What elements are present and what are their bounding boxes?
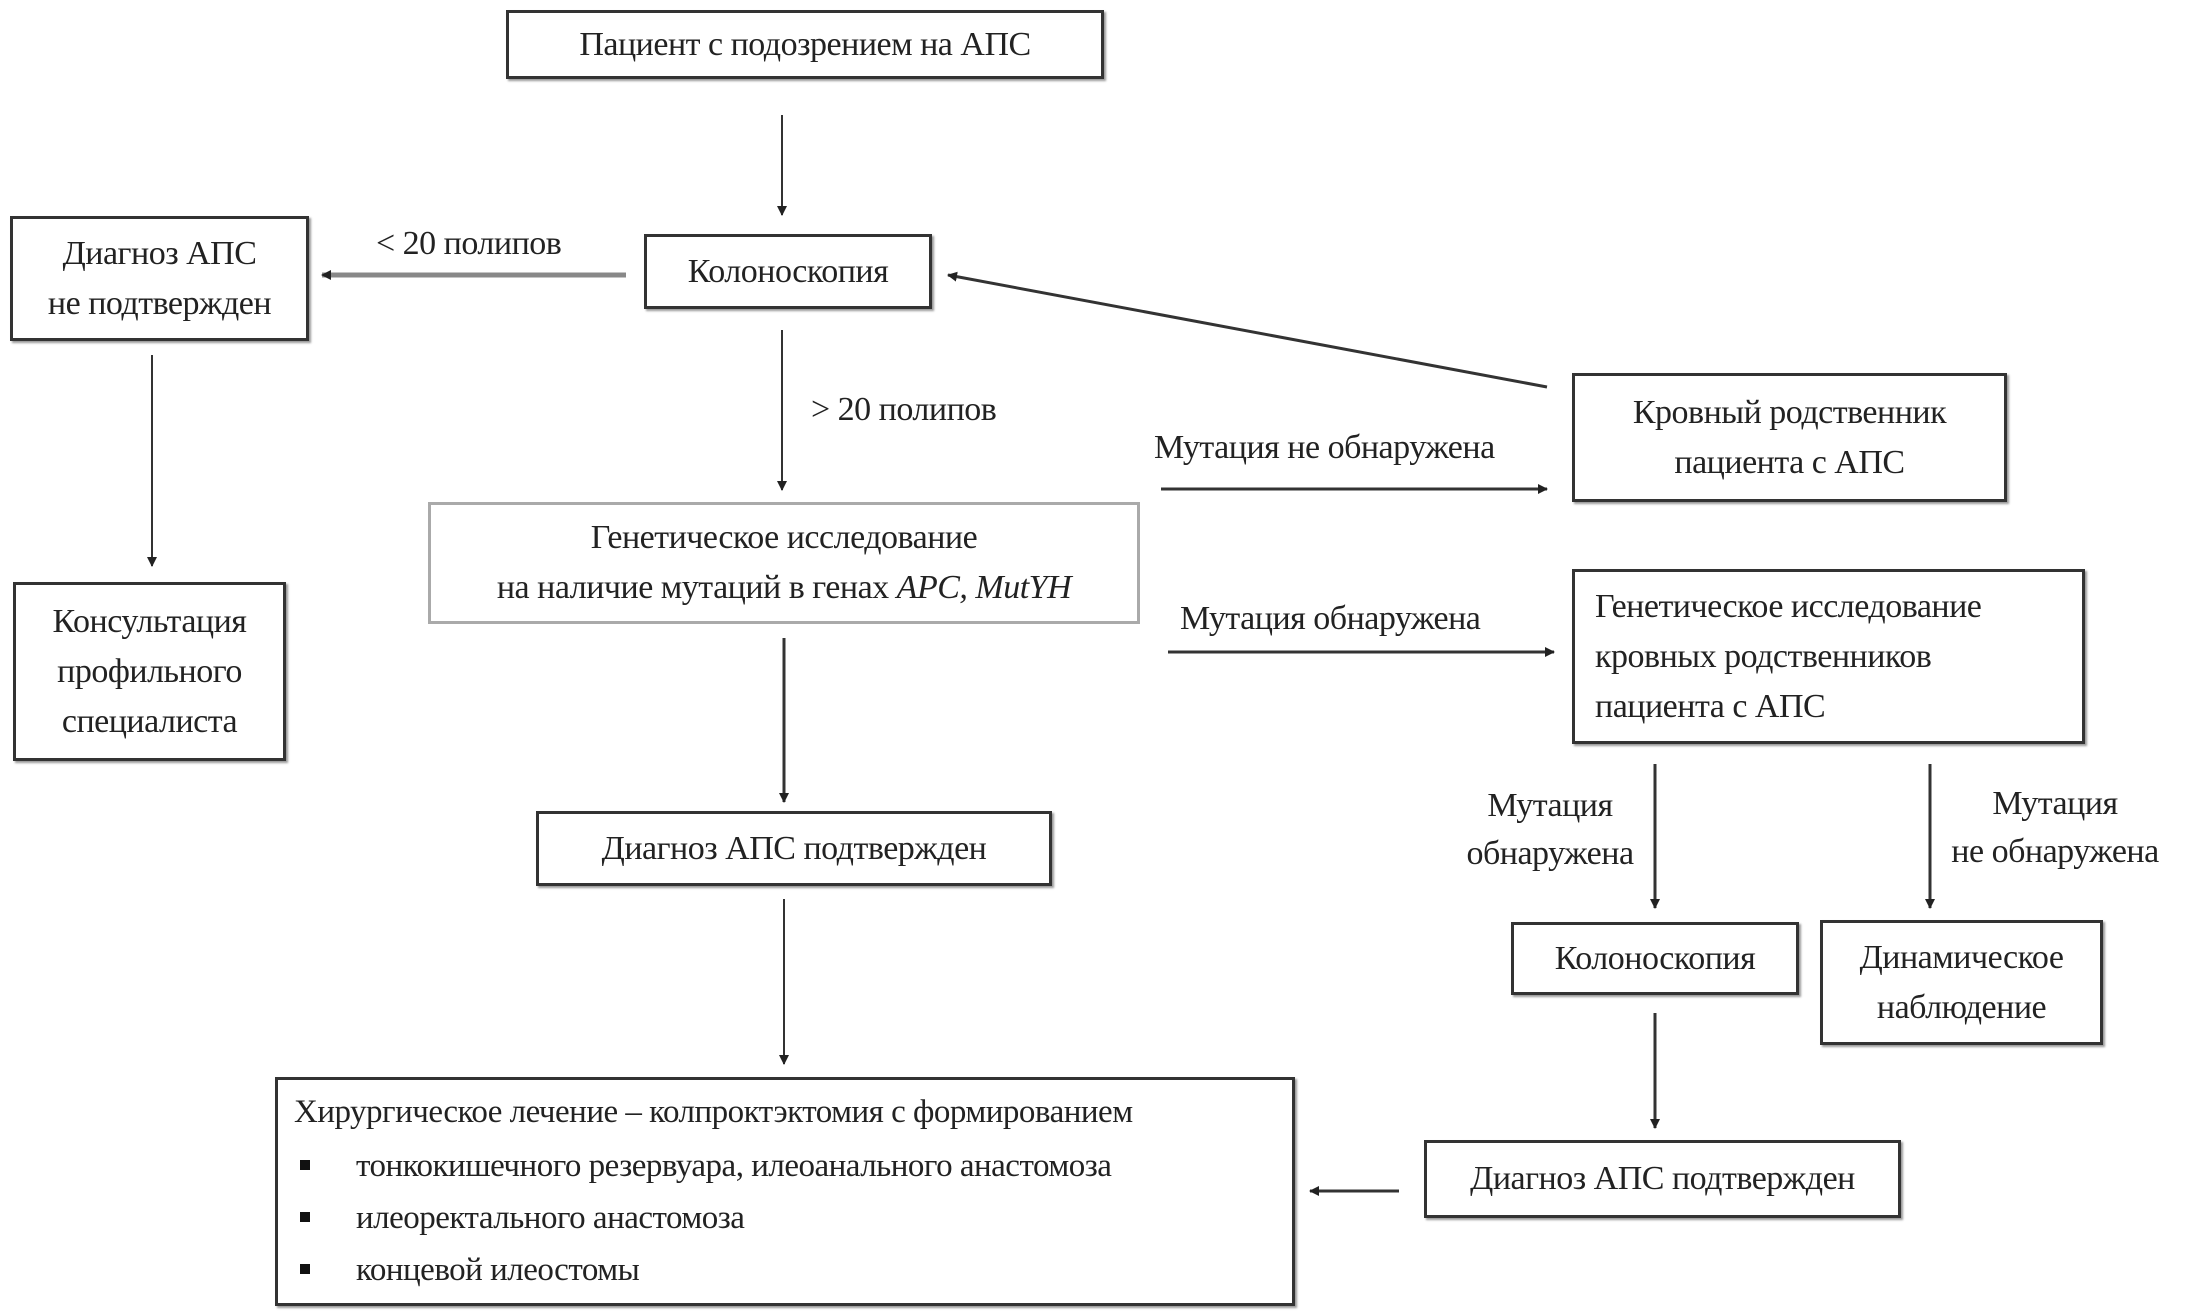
node-text: специалиста <box>61 702 238 740</box>
node-text: пациента с АПС <box>1674 443 1905 481</box>
option-text: илеоректального анастомоза <box>356 1200 745 1236</box>
node-diagnosis-not-confirmed: Диагноз АПС не подтвержден <box>10 216 309 341</box>
bullet-icon <box>300 1160 310 1170</box>
node-text: Генетическое исследование <box>1595 587 1982 625</box>
label-line: обнаружена <box>1466 835 1634 872</box>
surgical-options: тонкокишечного резервуара, илеоанального… <box>278 1142 1112 1298</box>
node-text: Колоноскопия <box>687 252 889 290</box>
surgical-option: тонкокишечного резервуара, илеоанального… <box>278 1142 1112 1194</box>
node-text: Кровный родственник <box>1632 393 1947 431</box>
edge-label-less-than-20: < 20 полипов <box>376 225 562 262</box>
node-diagnosis-confirmed-main: Диагноз АПС подтвержден <box>536 811 1052 886</box>
label-line: Мутация <box>1992 785 2118 822</box>
node-surgical-treatment: Хирургическое лечение – колпроктэктомия … <box>275 1077 1295 1306</box>
node-specialist-consultation: Консультация профильного специалиста <box>13 582 286 761</box>
bullet-icon <box>300 1212 310 1222</box>
node-text: Генетическое исследование <box>590 519 978 556</box>
node-dynamic-observation: Динамическое наблюдение <box>1820 920 2103 1045</box>
node-text: кровных родственников <box>1595 637 1932 675</box>
node-suspected-patient: Пациент с подозрением на АПС <box>506 10 1104 79</box>
surgical-option: концевой илеостомы <box>278 1246 1111 1298</box>
node-text: Пациент с подозрением на АПС <box>579 25 1031 63</box>
node-colonoscopy-relative: Колоноскопия <box>1511 922 1799 995</box>
node-text: на наличие мутаций в генах <box>496 569 897 606</box>
node-text: Консультация <box>52 602 247 640</box>
node-text: не подтвержден <box>47 284 272 322</box>
surgical-option: илеоректального анастомоза <box>278 1194 1111 1246</box>
arrow-relative-to-colonoscopy <box>947 271 1548 389</box>
surgical-title: Хирургическое лечение – колпроктэктомия … <box>294 1094 1133 1130</box>
node-text: Колоноскопия <box>1554 939 1756 977</box>
gene-names: APC, MutYH <box>896 569 1072 606</box>
edge-label-mutation-not-found: Мутация не обнаружена <box>1154 429 1495 466</box>
node-text: профильного <box>57 652 242 690</box>
edge-label-mutation-found: Мутация обнаружена <box>1180 600 1481 637</box>
node-colonoscopy-main: Колоноскопия <box>644 234 932 309</box>
node-text: Диагноз АПС <box>62 234 257 272</box>
option-text: концевой илеостомы <box>356 1252 640 1288</box>
node-genetic-test: Генетическое исследование на наличие мут… <box>428 502 1140 624</box>
node-diagnosis-confirmed-relative: Диагноз АПС подтвержден <box>1424 1140 1901 1218</box>
node-text: Диагноз АПС подтвержден <box>601 829 987 867</box>
bullet-icon <box>300 1264 310 1274</box>
node-text: Диагноз АПС подтвержден <box>1470 1160 1855 1197</box>
node-text: Динамическое <box>1859 938 2064 976</box>
option-text: тонкокишечного резервуара, илеоанального… <box>356 1148 1112 1184</box>
label-line: не обнаружена <box>1951 833 2159 870</box>
label-line: Мутация <box>1487 787 1613 824</box>
edge-label-relative-mutation-found: Мутация обнаружена <box>1466 782 1634 878</box>
edge-label-more-than-20: > 20 полипов <box>811 391 997 428</box>
edge-label-relative-mutation-not-found: Мутация не обнаружена <box>1951 780 2159 876</box>
node-blood-relative: Кровный родственник пациента с АПС <box>1572 373 2007 502</box>
node-text: пациента с АПС <box>1595 687 1826 725</box>
node-relatives-genetic-test: Генетическое исследование кровных родств… <box>1572 569 2085 744</box>
node-text: наблюдение <box>1876 988 2047 1026</box>
node-text-line2: на наличие мутаций в генах APC, MutYH <box>496 563 1072 613</box>
